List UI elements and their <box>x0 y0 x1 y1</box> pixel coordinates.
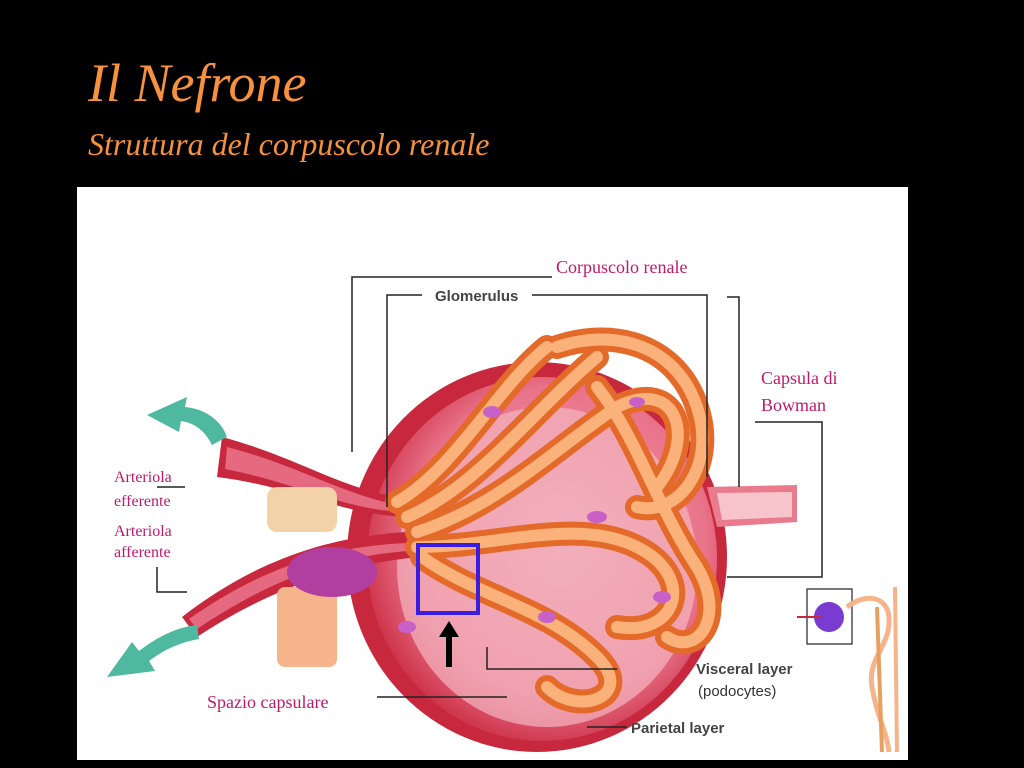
afferente-label-line2: afferente <box>114 544 171 561</box>
leader-lines <box>156 276 823 728</box>
slide-subtitle: Struttura del corpuscolo renale <box>88 126 490 162</box>
glomerulus-label: Glomerulus <box>435 288 519 305</box>
efferente-label-line2: efferente <box>114 493 171 510</box>
diagram-panel: Glomerulus Visceral layer (podocytes) Pa… <box>77 187 908 760</box>
podocytes-label: (podocytes) <box>698 683 777 700</box>
capsular-space-arrow <box>439 621 459 667</box>
glomerular-capillaries <box>385 327 722 714</box>
spazio-capsulare-label: Spazio capsulare <box>207 692 329 712</box>
corpuscolo-label: Corpuscolo renale <box>556 257 688 277</box>
capsula-label-line1: Capsula di <box>761 368 838 388</box>
arterioles <box>182 437 417 667</box>
parietal-layer-label: Parietal layer <box>631 720 725 737</box>
renal-corpuscle-illustration <box>107 276 899 753</box>
nephron-inset <box>797 586 899 753</box>
afferente-label-line1: Arteriola <box>114 523 172 540</box>
slide-title: Il Nefrone <box>88 53 307 113</box>
visceral-layer-label: Visceral layer <box>696 661 793 678</box>
capsula-label-line2: Bowman <box>761 395 826 415</box>
flow-arrows <box>107 397 227 677</box>
highlight-box <box>416 543 480 615</box>
tubule-outlet <box>707 485 797 527</box>
efferente-label-line1: Arteriola <box>114 469 172 486</box>
